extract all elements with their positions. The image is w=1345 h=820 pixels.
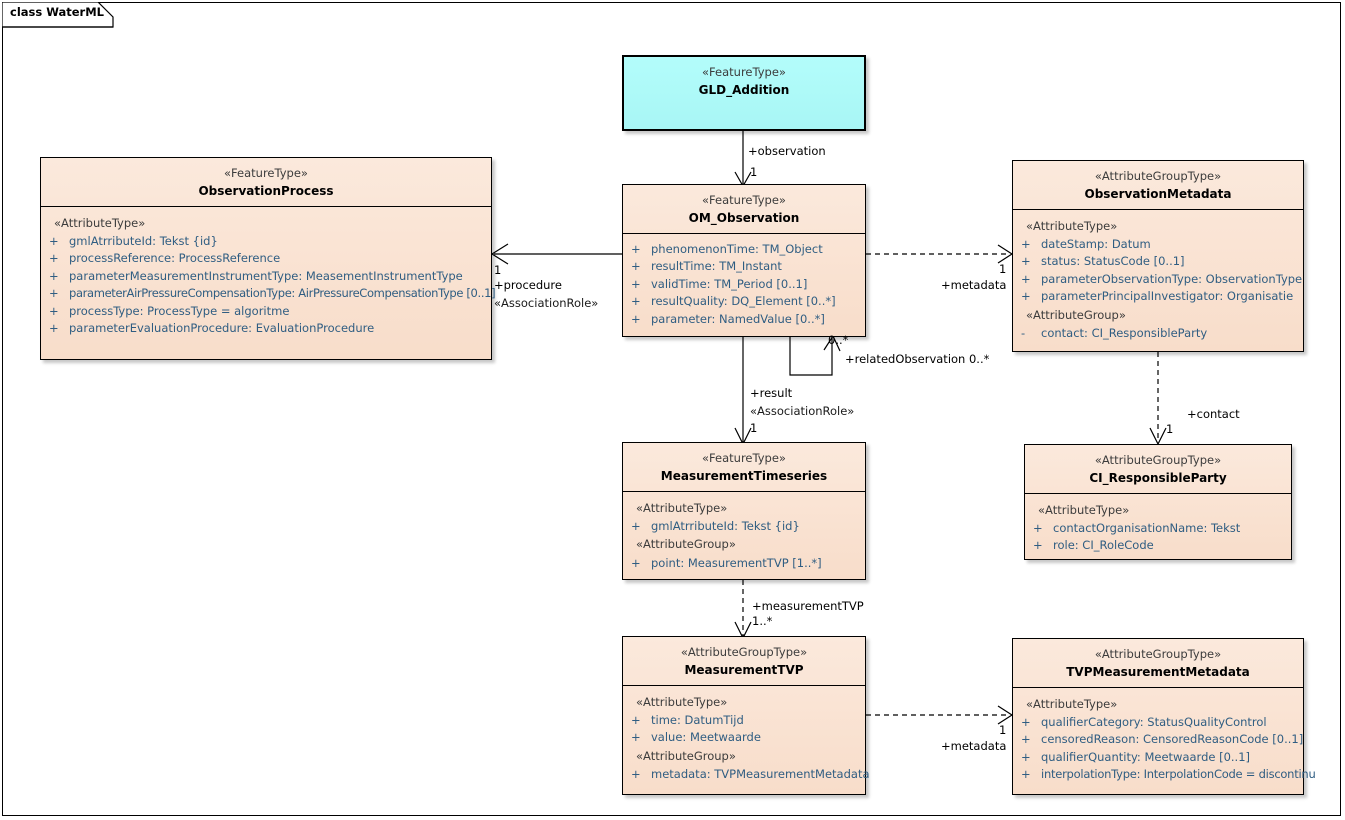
class-header: «FeatureType» OM_Observation [623,185,865,234]
attribute-row: +time: DatumTijd [631,712,744,727]
class-attributes: «AttributeType» +gmlAtrributeId: Tekst {… [41,207,496,346]
attribute-row: +point: MeasurementTVP [1..*] [631,555,822,570]
class-stereotype: «FeatureType» [224,166,308,180]
attribute-row: +processType: ProcessType = algoritme [49,303,290,318]
class-header: «AttributeGroupType» TVPMeasurementMetad… [1013,639,1303,688]
class-attributes: «AttributeType» +contactOrganisationName… [1025,494,1291,563]
connector-label-contact-multiplicity: 1 [1166,422,1174,436]
attribute-row: +parameterAirPressureCompensationType: A… [49,286,496,301]
attribute-row: +parameterEvaluationProcedure: Evaluatio… [49,321,375,336]
class-name: GLD_Addition [698,82,790,97]
class-stereotype: «AttributeGroupType» [1094,169,1222,183]
attribute-row: +dateStamp: Datum [1021,236,1151,251]
class-name: MeasurementTimeseries [660,468,828,483]
attribute-row: +parameterMeasurementInstrumentType: Mea… [49,268,463,283]
attribute-group-label: «AttributeType» [636,694,728,709]
connector-label-measurement-tvp-role: +measurementTVP [752,599,864,613]
attribute-row: +resultTime: TM_Instant [631,259,782,274]
attribute-row: +resultQuality: DQ_Element [0..*] [631,294,836,309]
class-header: «FeatureType» GLD_Addition [624,57,864,105]
class-name: CI_ResponsibleParty [1089,470,1227,485]
attribute-row: +validTime: TM_Period [0..1] [631,276,808,291]
attribute-row: +censoredReason: CensoredReasonCode [0..… [1021,732,1304,747]
attribute-row: +role: CI_RoleCode [1033,538,1154,553]
attribute-group-label: «AttributeGroup» [636,748,736,763]
class-header: «AttributeGroupType» CI_ResponsibleParty [1025,445,1291,494]
class-attributes: «AttributeType» +time: DatumTijd +value:… [623,686,870,792]
class-measurement-tvp[interactable]: «AttributeGroupType» MeasurementTVP «Att… [622,636,870,795]
connector-label-observation-role: +observation [748,144,826,158]
attribute-row: +gmlAtrributeId: Tekst {id} [49,233,218,248]
attribute-row: +qualifierQuantity: Meetwaarde [0..1] [1021,749,1251,764]
diagram-title: class WaterML [10,5,104,19]
class-gld-addition[interactable]: «FeatureType» GLD_Addition [622,55,866,131]
attribute-group-label: «AttributeType» [1038,502,1130,517]
class-stereotype: «FeatureType» [702,193,786,207]
class-header: «AttributeGroupType» MeasurementTVP [623,637,865,686]
class-attributes: «AttributeType» +gmlAtrributeId: Tekst {… [623,492,865,580]
connector-label-procedure-role: +procedure [494,278,562,292]
class-stereotype: «FeatureType» [702,65,786,79]
class-stereotype: «FeatureType» [702,451,786,465]
class-name: MeasurementTVP [684,662,804,677]
class-stereotype: «AttributeGroupType» [680,645,808,659]
connector-label-procedure-multiplicity: 1 [494,263,502,277]
attribute-row: +interpolationType: InterpolationCode = … [1021,767,1316,782]
attribute-group-label: «AttributeType» [54,215,146,230]
attribute-row: +metadata: TVPMeasurementMetadata [631,767,870,782]
attribute-row: +parameter: NamedValue [0..*] [631,311,825,326]
attribute-row: +processReference: ProcessReference [49,251,281,266]
class-header: «FeatureType» MeasurementTimeseries [623,443,865,492]
attribute-row: +parameterObservationType: ObservationTy… [1021,271,1303,286]
diagram-frame-tab [2,2,114,28]
class-name: ObservationMetadata [1084,186,1232,201]
attribute-group-label: «AttributeType» [1026,696,1118,711]
connector-label-contact-role: +contact [1187,407,1240,421]
class-header: «AttributeGroupType» ObservationMetadata [1013,161,1303,210]
attribute-row: +value: Meetwaarde [631,730,761,745]
connector-label-metadata-bottom-role: +metadata [941,739,1007,753]
connector-label-result-role: +result [750,386,793,400]
attribute-group-label: «AttributeType» [636,500,728,515]
class-name: TVPMeasurementMetadata [1066,664,1250,679]
connector-label-related-observation-multiplicity: 0..* [828,333,849,347]
attribute-row: +contactOrganisationName: Tekst [1033,520,1241,535]
connector-label-metadata-bottom-multiplicity: 1 [999,723,1007,737]
class-measurement-timeseries[interactable]: «FeatureType» MeasurementTimeseries «Att… [622,442,866,580]
class-attributes: «AttributeType» +qualifierCategory: Stat… [1013,688,1316,792]
class-name: ObservationProcess [198,183,334,198]
connector-label-procedure-stereotype: «AssociationRole» [494,296,599,310]
attribute-row: +status: StatusCode [0..1] [1021,254,1185,269]
connector-label-result-multiplicity: 1 [750,421,758,435]
class-om-observation[interactable]: «FeatureType» OM_Observation +phenomenon… [622,184,866,337]
attribute-row: +qualifierCategory: StatusQualityControl [1021,714,1267,729]
connector-label-metadata-top-role: +metadata [941,278,1007,292]
attribute-row: +phenomenonTime: TM_Object [631,241,823,256]
class-tvp-measurement-metadata[interactable]: «AttributeGroupType» TVPMeasurementMetad… [1012,638,1316,795]
connector-label-measurement-tvp-multiplicity: 1..* [752,614,773,628]
class-attributes: «AttributeType» +dateStamp: Datum +statu… [1013,210,1303,351]
class-header: «FeatureType» ObservationProcess [41,158,491,207]
attribute-row: +parameterPrincipalInvestigator: Organis… [1021,289,1294,304]
class-ci-responsible-party[interactable]: «AttributeGroupType» CI_ResponsibleParty… [1024,444,1292,560]
connector-label-related-observation-role: +relatedObservation 0..* [845,352,990,366]
attribute-row: -contact: CI_ResponsibleParty [1021,326,1208,341]
class-attributes: +phenomenonTime: TM_Object +resultTime: … [623,234,865,336]
class-stereotype: «AttributeGroupType» [1094,453,1222,467]
class-name: OM_Observation [688,210,800,225]
attribute-group-label: «AttributeGroup» [1026,307,1126,322]
class-observation-metadata[interactable]: «AttributeGroupType» ObservationMetadata… [1012,160,1304,352]
attribute-group-label: «AttributeGroup» [636,537,736,552]
connector-label-result-stereotype: «AssociationRole» [750,404,855,418]
class-stereotype: «AttributeGroupType» [1094,647,1222,661]
connector-label-metadata-top-multiplicity: 1 [999,262,1007,276]
attribute-row: +gmlAtrributeId: Tekst {id} [631,518,800,533]
connector-label-observation-multiplicity: 1 [750,165,758,179]
class-observation-process[interactable]: «FeatureType» ObservationProcess «Attrib… [40,157,496,360]
attribute-group-label: «AttributeType» [1026,218,1118,233]
